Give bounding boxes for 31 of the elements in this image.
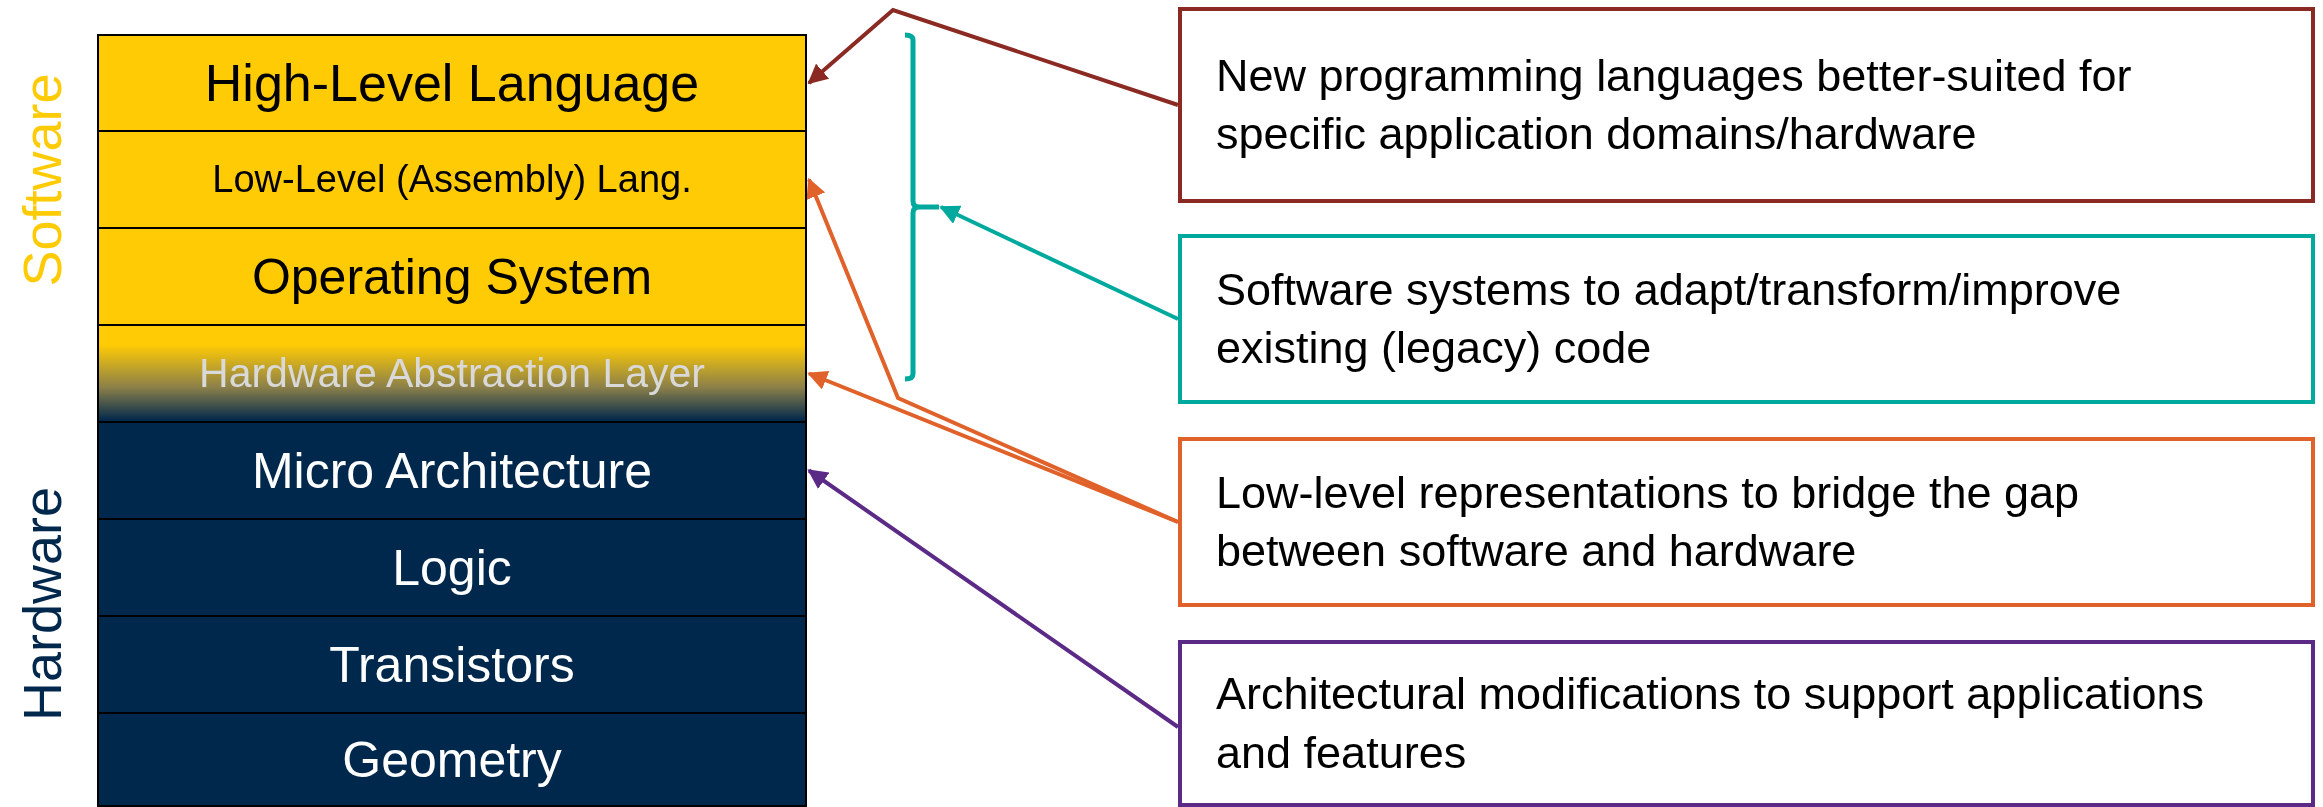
hardware-layer: [97, 615, 807, 714]
arrow: [807, 468, 1180, 729]
note-box: [1178, 234, 2315, 404]
layer-label: Low-Level (Assembly) Lang.: [212, 158, 692, 201]
layer-label: High-Level Language: [204, 53, 700, 113]
software-layer: [97, 227, 807, 326]
note-text: Software systems to adapt/transform/improve existing (legacy) code: [1216, 262, 2123, 375]
software-layer: [97, 130, 807, 229]
note-box: [1178, 7, 2315, 203]
arrow: [807, 7, 1179, 107]
curly-bracket: [903, 32, 939, 382]
arrow: [807, 370, 1179, 524]
side-label: Hardware: [11, 486, 73, 722]
note-text: Architectural modifications to support applications and features: [1216, 667, 2205, 780]
hardware-layer: [97, 421, 807, 520]
hardware-layer: [97, 712, 807, 807]
layer-label: Transistors: [329, 635, 575, 694]
hardware-layer: [97, 518, 807, 617]
layer-label: Operating System: [251, 247, 653, 306]
note-text: New programming languages better-suited for specific application domains/hardware: [1216, 48, 2133, 161]
layer-label: Hardware Abstraction Layer: [199, 350, 705, 397]
note-text: Low-level representations to bridge the gap between software and hardware: [1216, 465, 2081, 578]
layer-label: Micro Architecture: [251, 441, 653, 500]
note-box: [1178, 640, 2315, 807]
arrow: [939, 205, 1179, 321]
layer-label: Geometry: [342, 730, 562, 789]
abstraction-layer: [97, 324, 807, 423]
side-label: Software: [11, 73, 73, 287]
layer-label: Logic: [392, 538, 512, 597]
note-box: [1178, 437, 2315, 607]
software-layer: [97, 34, 807, 132]
